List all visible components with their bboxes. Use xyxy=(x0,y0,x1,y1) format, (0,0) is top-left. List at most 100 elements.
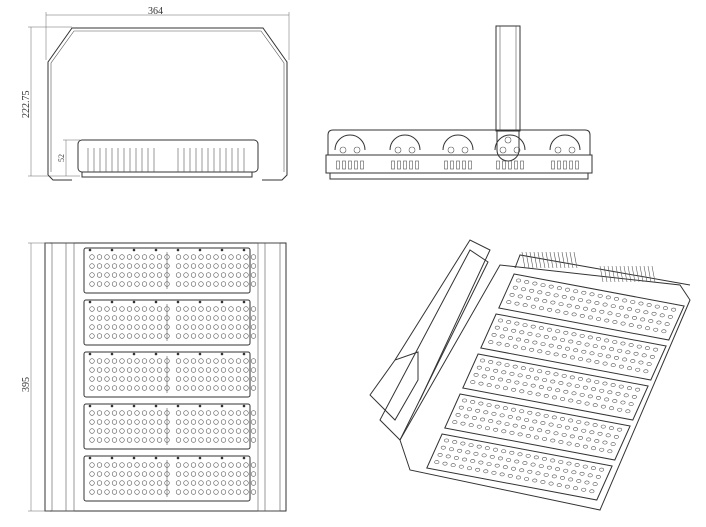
led xyxy=(478,460,484,465)
led xyxy=(134,437,140,443)
led xyxy=(198,272,204,278)
led xyxy=(141,410,148,416)
led xyxy=(462,398,468,403)
screw xyxy=(220,456,224,460)
led xyxy=(618,305,624,310)
led xyxy=(604,397,610,402)
led xyxy=(488,340,494,344)
led xyxy=(434,460,440,464)
led xyxy=(569,355,575,360)
lug-arch xyxy=(442,134,474,151)
led xyxy=(96,281,103,287)
led xyxy=(134,367,140,373)
module-frame xyxy=(498,273,685,341)
led xyxy=(220,480,227,486)
led xyxy=(119,358,125,364)
led xyxy=(638,301,644,306)
led xyxy=(484,426,490,431)
led xyxy=(534,297,540,302)
led xyxy=(198,333,204,339)
led xyxy=(213,385,219,391)
led xyxy=(610,383,616,387)
led xyxy=(609,347,615,352)
led xyxy=(550,438,556,443)
led xyxy=(164,272,170,278)
fin xyxy=(545,251,550,269)
led xyxy=(156,462,163,468)
led xyxy=(581,290,587,295)
led xyxy=(622,298,628,303)
led xyxy=(96,306,103,312)
led xyxy=(126,462,133,468)
led xyxy=(213,480,219,486)
led xyxy=(134,480,140,486)
heatsink-fins xyxy=(87,148,245,172)
screw xyxy=(88,248,92,252)
led xyxy=(96,333,103,339)
module-frame xyxy=(444,393,631,461)
fin xyxy=(627,265,632,283)
led xyxy=(96,272,103,278)
led xyxy=(615,391,621,396)
screw xyxy=(176,456,180,460)
led xyxy=(149,462,155,468)
led xyxy=(104,376,110,382)
led xyxy=(175,480,182,486)
led xyxy=(553,293,559,298)
mounting-lugs xyxy=(334,134,581,170)
led xyxy=(515,475,521,480)
led-module xyxy=(444,393,631,461)
led xyxy=(156,367,163,373)
led xyxy=(565,346,571,351)
led xyxy=(235,462,242,468)
led xyxy=(213,333,219,339)
led xyxy=(448,447,454,452)
led xyxy=(220,254,227,260)
led xyxy=(514,301,520,306)
led xyxy=(529,347,535,352)
led xyxy=(615,312,621,317)
led xyxy=(542,378,548,382)
led xyxy=(558,381,564,385)
led xyxy=(198,254,204,260)
led xyxy=(538,385,544,390)
led xyxy=(573,289,579,294)
led xyxy=(571,470,577,475)
led xyxy=(571,332,577,337)
led xyxy=(205,471,212,477)
led xyxy=(134,281,140,287)
led xyxy=(96,419,103,425)
screw xyxy=(154,352,158,356)
led xyxy=(656,320,662,325)
screw xyxy=(348,160,352,170)
screw xyxy=(409,160,413,170)
led xyxy=(243,315,249,321)
led xyxy=(220,281,227,287)
led xyxy=(654,304,660,309)
led xyxy=(134,462,140,468)
led xyxy=(190,419,197,425)
led xyxy=(555,467,561,472)
led xyxy=(89,367,95,373)
led xyxy=(213,281,219,287)
led xyxy=(235,324,242,330)
led xyxy=(243,428,249,434)
led xyxy=(468,443,474,447)
led xyxy=(630,300,636,304)
led xyxy=(504,422,510,426)
led xyxy=(119,281,125,287)
screw xyxy=(132,248,136,252)
fin xyxy=(607,265,612,283)
led xyxy=(494,384,500,389)
led xyxy=(156,437,163,443)
fin xyxy=(603,265,608,283)
led xyxy=(548,343,554,348)
led xyxy=(607,390,613,395)
led xyxy=(499,472,505,477)
led xyxy=(558,460,564,464)
led xyxy=(542,299,548,303)
led xyxy=(527,469,533,474)
led xyxy=(583,306,589,311)
fin xyxy=(561,251,566,269)
led xyxy=(141,428,148,434)
